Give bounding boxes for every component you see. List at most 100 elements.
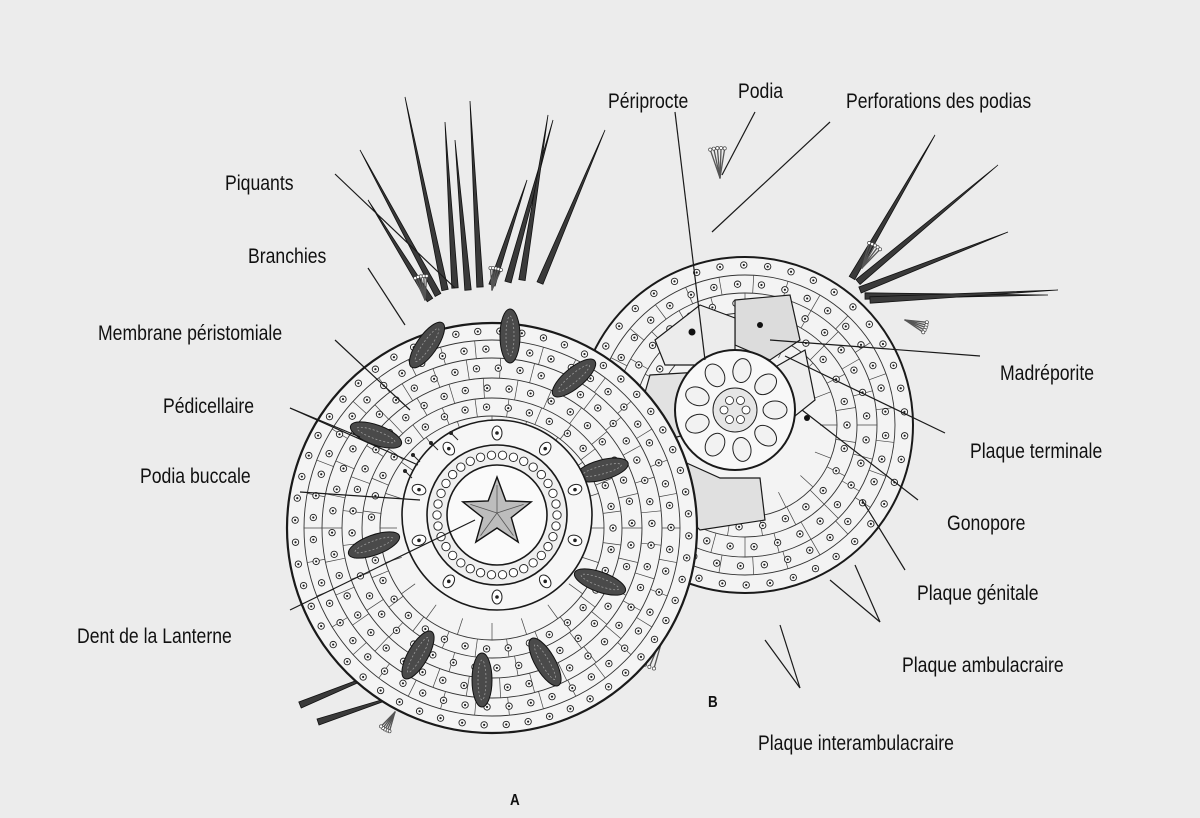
tubercle-center [824,331,826,333]
label-plaque-ambulacraire: Plaque ambulacraire [902,654,1064,678]
tubercle-center [670,526,672,528]
periproct-small-plate [742,406,750,414]
tubercle-center [422,692,424,694]
tubercle-center [407,439,409,441]
leader-branchies [368,268,405,325]
tubercle-center [673,280,675,282]
buccal-podium-dot [573,488,577,492]
tubercle-center [687,513,689,515]
podium-tip [425,274,428,277]
tubercle-center [530,702,532,704]
tubercle-center [646,566,648,568]
tubercle-center [439,717,441,719]
mouth-bead [448,551,456,559]
tubercle-center [338,433,340,435]
label-podia-buccale: Podia buccale [140,465,251,489]
spines-b [849,135,1058,303]
tubercle-center [719,266,721,268]
tubercle-center [618,624,620,626]
tubercle-center [571,687,573,689]
tubercle-center [637,630,639,632]
tubercle-center [597,407,599,409]
buccal-podium-dot [447,447,451,451]
podium-tip [723,147,726,150]
tubercle-center [819,520,821,522]
spine [505,120,553,283]
tubercle-center [464,409,466,411]
tubercle-center [339,622,341,624]
tubercle-center [351,532,353,534]
mouth-bead [537,470,545,478]
tubercle-center [550,400,552,402]
tubercle-center [736,283,738,285]
tubercle-center [669,548,671,550]
tubercle-center [382,474,384,476]
tubercle-center [374,368,376,370]
tubercle-center [461,722,463,724]
gonopore [757,322,763,328]
tubercle-center [333,553,335,555]
tubercle-center [579,394,581,396]
tubercle-center [618,325,620,327]
tubercle-center [338,574,340,576]
tubercle-center [366,399,368,401]
tubercle-center [630,606,632,608]
tubercle-center [638,364,640,366]
buccal-podium-dot [417,488,421,492]
gonopore [689,329,696,336]
tubercle-center [357,614,359,616]
pedicellaria-head [403,469,407,473]
tubercle-center [672,449,674,451]
tubercle-center [506,686,508,688]
tubercle-center [603,641,605,643]
tubercle-center [836,504,838,506]
tubercle-center [463,350,465,352]
tubercle-center [413,387,415,389]
tubercle-center [814,568,816,570]
tubercle-center [310,605,312,607]
tubercle-center [475,368,477,370]
tubercle-center [639,586,641,588]
tubercle-center [418,710,420,712]
tubercle-center [590,676,592,678]
leader-interambulacraire-2 [765,640,800,688]
tubercle-center [464,704,466,706]
tubercle-center [622,479,624,481]
tubercle-center [320,625,322,627]
tubercle-center [331,532,333,534]
tubercle-center [393,356,395,358]
tubercle-center [507,407,509,409]
spine [870,290,1058,303]
tubercle-center [593,622,595,624]
tubercle-center [393,456,395,458]
tubercle-center [463,684,465,686]
tubercle-center [607,686,609,688]
tubercle-center [587,655,589,657]
periproct-small-plate [726,396,734,404]
label-madreporite: Madréporite [1000,362,1094,386]
periproct-small-plate [726,416,734,424]
tubercle-center [884,410,886,412]
tubercle-center [442,679,444,681]
tubercle-center [352,640,354,642]
tubercle-center [835,470,837,472]
tubercle-center [883,503,885,505]
label-perforations-podias: Perforations des podias [846,90,1031,114]
tubercle-center [804,318,806,320]
mouth-bead [529,463,537,471]
tubercle-center [329,602,331,604]
label-gonopore: Gonopore [947,512,1025,536]
tubercle-center [604,484,606,486]
tubercle-center [485,406,487,408]
tubercle-center [653,638,655,640]
tubercle-center [569,708,571,710]
tubercle-center [364,468,366,470]
mouth-bead [529,559,537,567]
tubercle-center [658,462,660,464]
tubercle-center [601,441,603,443]
tubercle-center [625,672,627,674]
periproct-small-plate [720,406,728,414]
mouth-bead [487,451,495,459]
tubercle-center [294,541,296,543]
